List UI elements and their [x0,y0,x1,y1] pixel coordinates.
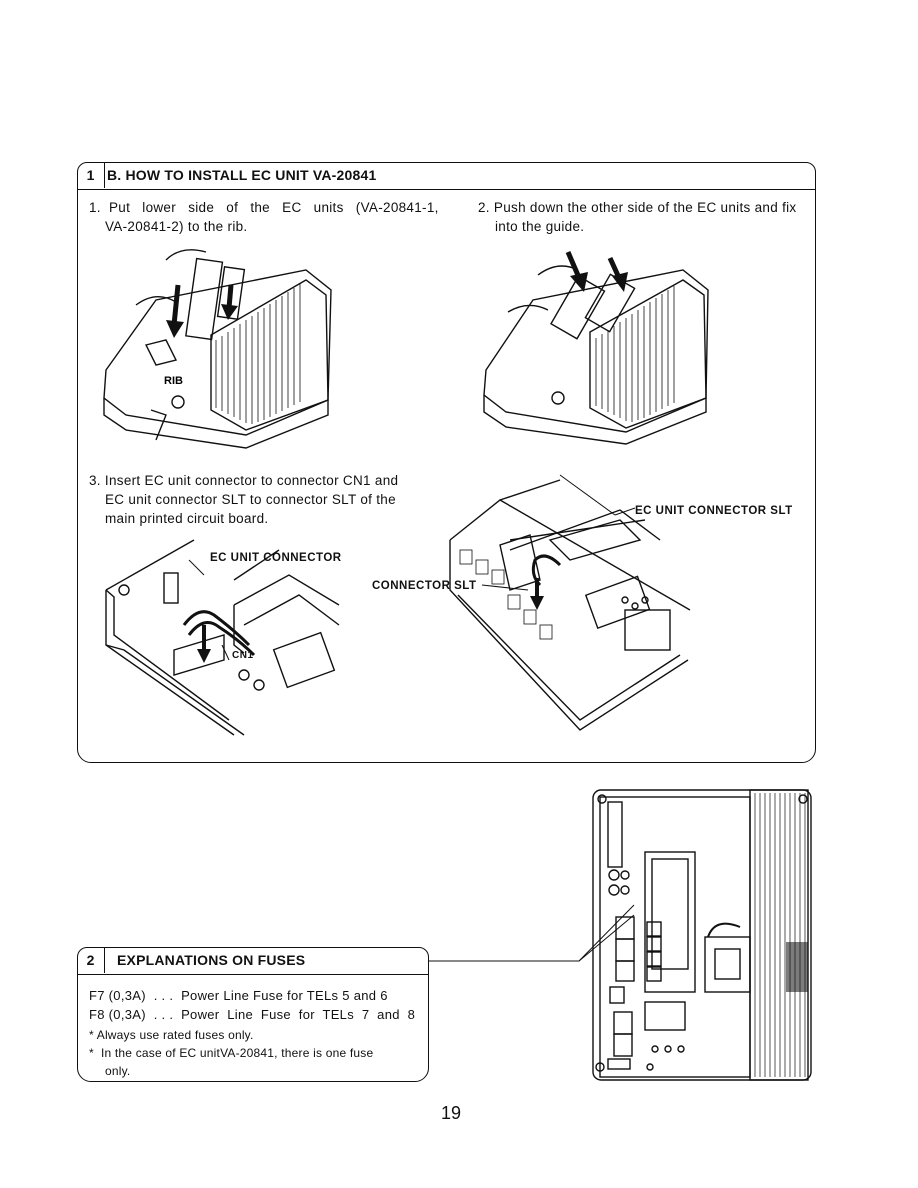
step-3-text: 3. Insert EC unit connector to connector… [89,471,398,528]
figure-cn1-connection [105,539,340,736]
note-2-line-1: * In the case of EC unitVA-20841, there … [89,1046,374,1060]
step-1-line-2: VA-20841-2) to the rib. [105,219,248,234]
section-1-frame [77,162,816,763]
label-cn1: CN1 [232,650,254,661]
section-2-number: 2 [77,947,105,973]
step-3-line-3: main printed circuit board. [105,511,269,526]
step-2-line-1: 2. Push down the other side of the EC un… [478,200,797,215]
section-2-title: EXPLANATIONS ON FUSES [117,952,306,968]
label-rib: RIB [164,375,183,387]
figure-ec-unit-push-down [483,251,709,445]
section-2-frame [77,947,429,1082]
page-number: 19 [441,1103,462,1123]
step-3-line-2: EC unit connector SLT to connector SLT o… [105,492,396,507]
figure-slt-connection [449,474,691,731]
fuse-list: F7 (0,3A) . . . Power Line Fuse for TELs… [89,986,415,1080]
label-ec-unit-connector-slt: EC UNIT CONNECTOR SLT [635,505,793,517]
step-2-text: 2. Push down the other side of the EC un… [478,198,796,236]
figure-main-board-fuse-location [592,789,812,1081]
section-1-header: 1 B. HOW TO INSTALL EC UNIT VA-20841 [77,162,816,190]
figure-ec-unit-on-rib: RIB [103,249,332,449]
section-2-header: 2 EXPLANATIONS ON FUSES [77,947,429,975]
label-ec-unit-connector: EC UNIT CONNECTOR [210,552,342,564]
label-connector-slt: CONNECTOR SLT [372,580,477,592]
section-1-number: 1 [77,162,105,188]
step-1-text: 1. Put lower side of the EC units (VA-20… [89,198,439,236]
fuse-f7: F7 (0,3A) . . . Power Line Fuse for TELs… [89,988,388,1003]
note-1: * Always use rated fuses only. [89,1028,254,1042]
step-3-line-1: 3. Insert EC unit connector to connector… [89,473,399,488]
fuse-f8: F8 (0,3A) . . . Power Line Fuse for TELs… [89,1007,416,1022]
note-2-line-2: only. [105,1064,131,1078]
step-1-line-1: 1. Put lower side of the EC units (VA-20… [89,200,439,215]
section-1-title: B. HOW TO INSTALL EC UNIT VA-20841 [107,167,377,183]
step-2-line-2: into the guide. [495,219,585,234]
